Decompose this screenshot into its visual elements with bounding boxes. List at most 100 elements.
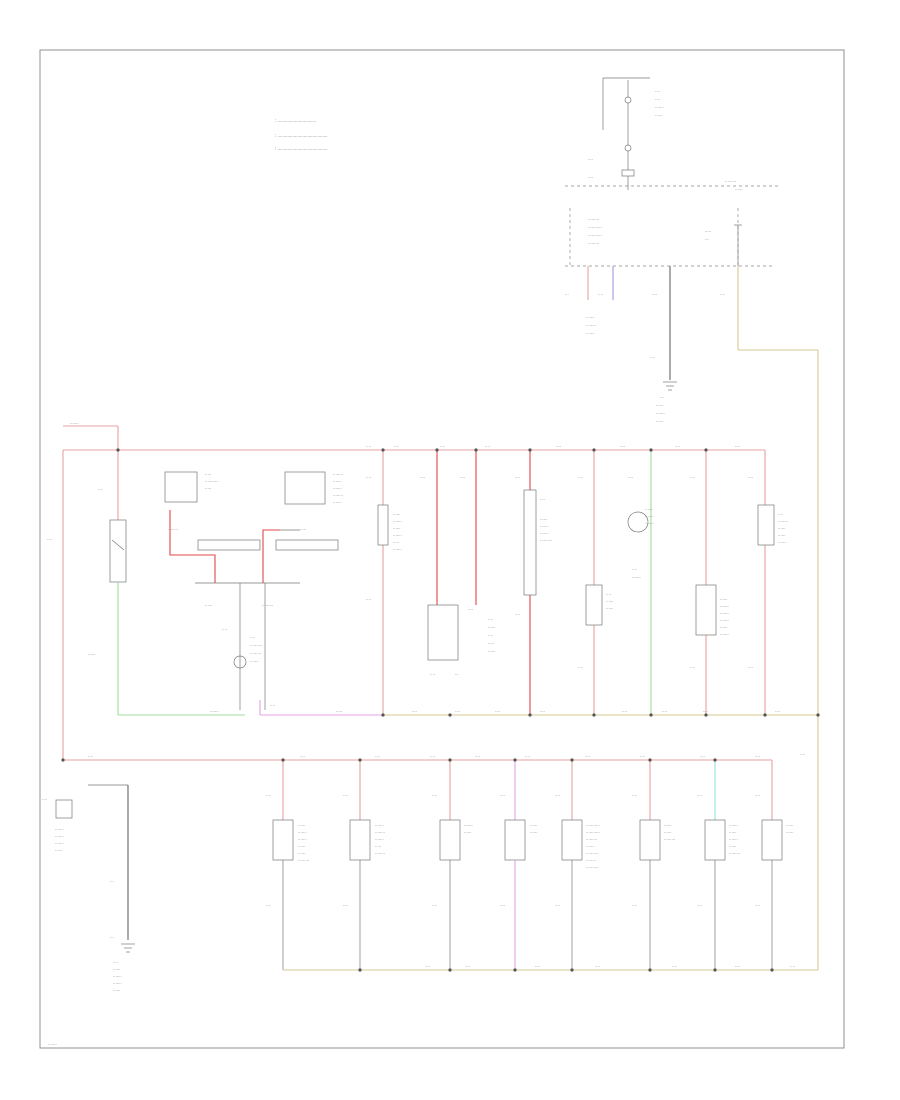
svg-text:...: ... [455, 671, 459, 676]
svg-text:.....: ..... [205, 471, 211, 476]
svg-text:.......: ....... [298, 829, 307, 834]
svg-text:.......: ....... [632, 574, 641, 579]
svg-text:.......: ....... [540, 523, 549, 528]
svg-text:....: .... [515, 474, 520, 479]
svg-text:....: .... [606, 591, 611, 596]
svg-text:...: ... [705, 236, 709, 241]
svg-text:.......: ....... [55, 826, 64, 831]
svg-text:......: ...... [786, 829, 794, 834]
svg-text:........: ........ [168, 526, 178, 531]
svg-text:.......: ....... [333, 478, 342, 483]
svg-text:....: .... [540, 708, 545, 713]
svg-text:.......: ....... [393, 518, 402, 523]
svg-text:....: .... [555, 792, 560, 797]
svg-text:......: ...... [606, 605, 614, 610]
combination-switch: ........ ....... ....... ........ ......… [195, 471, 383, 716]
svg-text:.......: ....... [586, 843, 595, 848]
svg-text:....: .... [800, 751, 805, 756]
svg-text:......: ...... [655, 112, 663, 117]
svg-text:....: .... [700, 753, 705, 758]
svg-text:.......: ....... [375, 822, 384, 827]
upper-power-bus: ....... .... [47, 420, 765, 760]
switch-icon: .... ...... ...... [585, 584, 614, 626]
svg-text:.......: ....... [540, 530, 549, 535]
svg-text:....: .... [455, 708, 460, 713]
svg-text:....: .... [620, 443, 625, 448]
svg-text:.......: ....... [720, 617, 729, 622]
svg-text:......: ...... [488, 648, 496, 653]
svg-text:......: ...... [205, 602, 213, 607]
svg-text:........: ........ [586, 322, 596, 327]
switch-icon: ...... ....... ....... ....... ...... ..… [695, 584, 729, 636]
switch-icon: ...... ...... [761, 819, 794, 861]
svg-text:......: ...... [530, 822, 538, 827]
svg-text:....: .... [650, 354, 655, 359]
svg-text:......: ...... [664, 829, 672, 834]
svg-text:....: .... [500, 902, 505, 907]
svg-text:: ............................: : ............................... [275, 118, 316, 123]
svg-text:......: ...... [298, 822, 306, 827]
svg-text:....: .... [703, 708, 708, 713]
lower-left-switch: .... ....... ....... ....... ...... ... … [42, 784, 129, 940]
svg-text:....: .... [640, 753, 645, 758]
svg-text:....: .... [622, 708, 627, 713]
svg-text:....: .... [394, 443, 399, 448]
svg-text:......: ...... [606, 598, 614, 603]
svg-text:......: ...... [55, 847, 63, 852]
svg-text:....: .... [535, 963, 540, 968]
svg-text:........: ........ [333, 471, 343, 476]
svg-text:.....: ..... [393, 539, 399, 544]
svg-text:........: ........ [375, 829, 385, 834]
svg-text:.......: ....... [298, 836, 307, 841]
svg-text:....: .... [270, 702, 275, 707]
svg-text:....: .... [430, 671, 435, 676]
svg-text:....: .... [375, 753, 380, 758]
svg-text:......: ...... [664, 822, 672, 827]
upper-bank-drops: .... .... .... .... .... .... .... .... … [366, 443, 766, 715]
svg-text:....: .... [697, 902, 702, 907]
svg-text:...: ... [565, 291, 569, 296]
svg-text:....: .... [632, 566, 637, 571]
svg-text:..........: .......... [540, 537, 553, 542]
svg-text:.......: ....... [375, 836, 384, 841]
svg-text:...........: ........... [588, 224, 602, 229]
svg-text:....: .... [632, 902, 637, 907]
svg-text:.......: ....... [464, 822, 473, 827]
svg-text:..........: .......... [250, 642, 263, 647]
svg-text:.........: ......... [729, 850, 740, 855]
svg-text:....: .... [488, 616, 493, 621]
upper-bank-switches: ...... ....... ...... ....... ..... ....… [366, 489, 788, 676]
svg-text:...........: ........... [205, 478, 219, 483]
switch-icon: ...... ....... ....... .... ....... [627, 506, 654, 579]
svg-text:......: ...... [720, 596, 728, 601]
svg-text:......: ...... [393, 525, 401, 530]
svg-text:.....: ..... [705, 228, 711, 233]
svg-text:....: .... [460, 474, 465, 479]
svg-text:......: ...... [656, 402, 664, 407]
svg-text:....: .... [556, 443, 561, 448]
svg-text:......: ...... [88, 651, 96, 656]
svg-text:....: .... [300, 753, 305, 758]
svg-text:.......: ....... [55, 840, 64, 845]
svg-text:....: .... [500, 792, 505, 797]
svg-text:....: .... [697, 792, 702, 797]
svg-text:.....: ..... [375, 843, 381, 848]
svg-text:....: .... [42, 796, 47, 801]
switch-icon: ...... ....... ...... ....... ..... ....… [377, 504, 402, 551]
svg-text:......: ...... [113, 987, 121, 992]
svg-text:.......: ....... [586, 314, 595, 319]
svg-text:....: .... [488, 632, 493, 637]
svg-text:....: .... [778, 511, 783, 516]
svg-text:......: ...... [729, 829, 737, 834]
svg-text:......: ...... [645, 506, 653, 511]
svg-text:....: .... [775, 708, 780, 713]
svg-text:.......: ....... [729, 836, 738, 841]
svg-text:....: .... [266, 902, 271, 907]
svg-text:....: .... [420, 474, 425, 479]
svg-text:.......: ....... [720, 610, 729, 615]
svg-text:....: .... [222, 626, 227, 631]
svg-text:.....: ..... [205, 485, 211, 490]
svg-text:...........: ........... [586, 829, 600, 834]
svg-text:.......: ....... [586, 330, 595, 335]
svg-text:.........: ......... [725, 178, 736, 183]
